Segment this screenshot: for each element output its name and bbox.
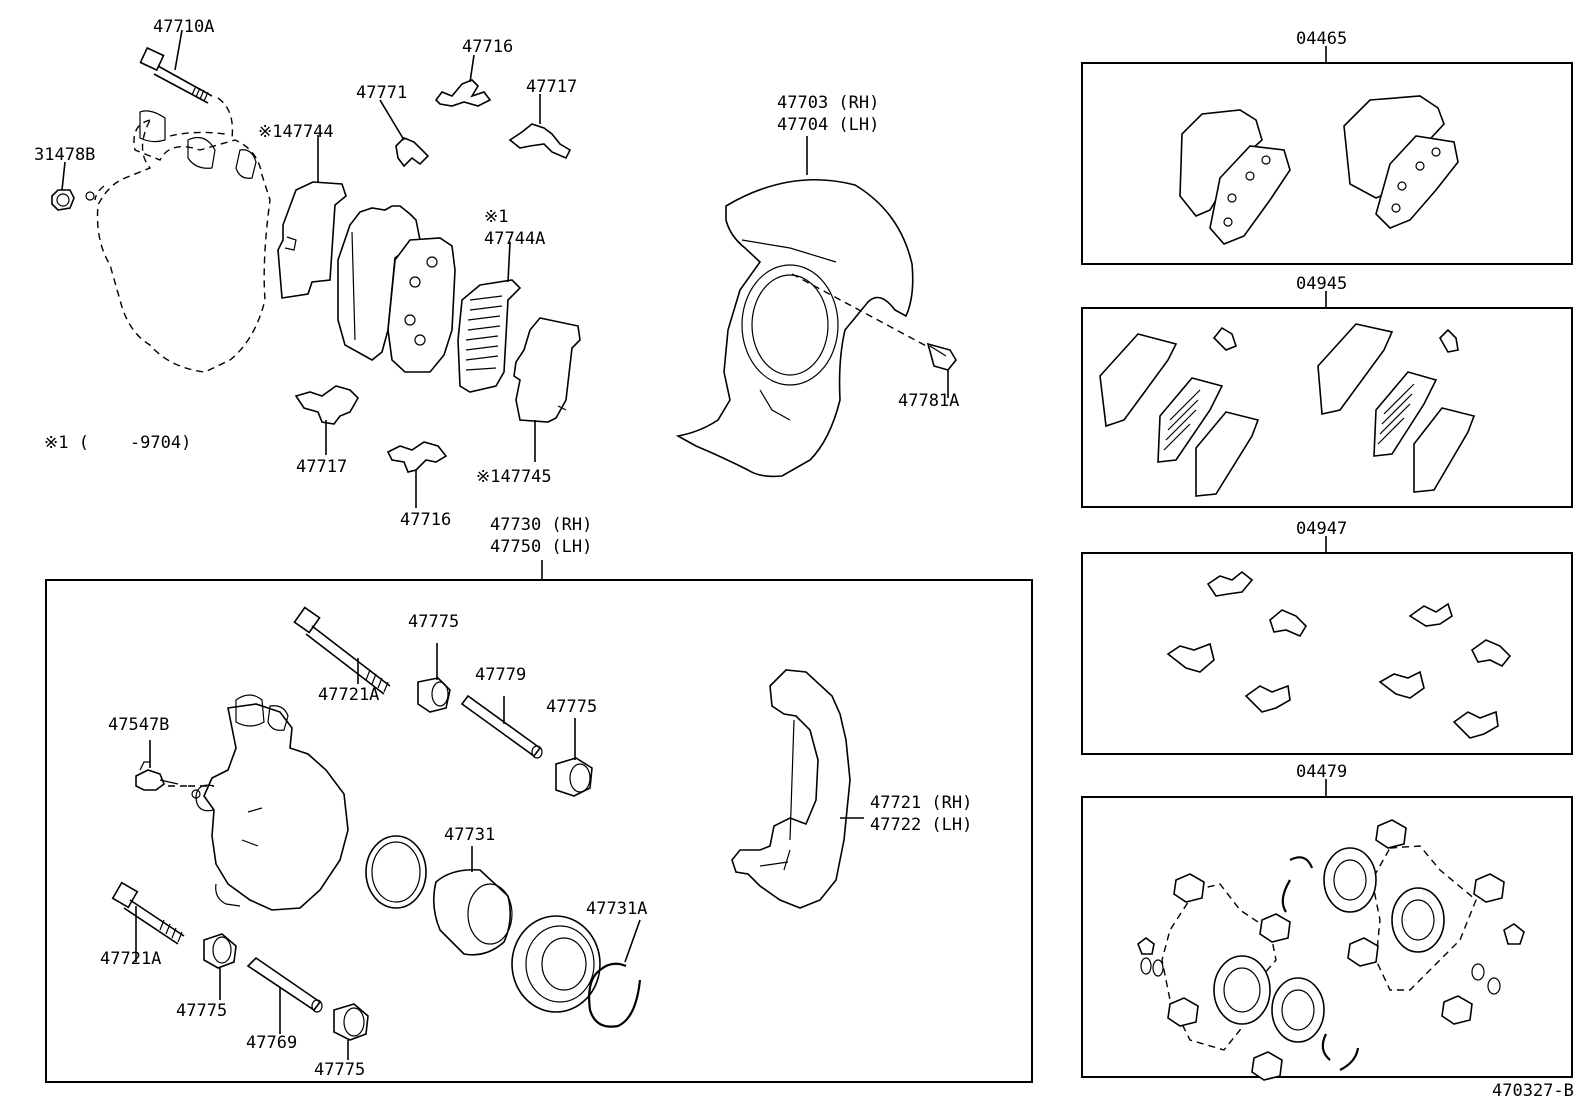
label-47731: 47731 bbox=[444, 825, 495, 845]
clip-47716-top-drawing bbox=[434, 79, 492, 107]
bolt-47721A-bottom-drawing bbox=[111, 881, 185, 945]
brake-pad-drawing bbox=[337, 205, 456, 373]
shim-147745-drawing bbox=[513, 317, 581, 423]
label-31478B: 31478B bbox=[34, 145, 95, 165]
label-47704: 47704 (LH) bbox=[777, 115, 879, 135]
bushing-47775-a-drawing bbox=[417, 677, 451, 713]
snap-ring-drawing bbox=[588, 962, 642, 1028]
label-note-9704: ※1 ( -9704) bbox=[44, 433, 191, 453]
boot-47731A-drawing bbox=[511, 915, 601, 1013]
label-kit-04479: 04479 bbox=[1296, 762, 1347, 782]
label-47710A: 47710A bbox=[153, 17, 214, 37]
kit-04465-pads-drawing bbox=[1179, 95, 1459, 245]
kit-04947-clips-drawing bbox=[1166, 570, 1512, 739]
bolt-47721A-top-drawing bbox=[293, 606, 391, 695]
pad-47744A-drawing bbox=[457, 279, 522, 393]
label-47547B: 47547B bbox=[108, 715, 169, 735]
piston-47731-drawing bbox=[432, 868, 513, 956]
label-47722: 47722 (LH) bbox=[870, 815, 972, 835]
kit-04465-box bbox=[1081, 62, 1573, 265]
bushing-47775-b-drawing bbox=[555, 757, 593, 797]
label-47775-a: 47775 bbox=[408, 612, 459, 632]
label-47717-top: 47717 bbox=[526, 77, 577, 97]
label-47775-c: 47775 bbox=[176, 1001, 227, 1021]
label-kit-04465: 04465 bbox=[1296, 29, 1347, 49]
label-147745: ※147745 bbox=[476, 467, 552, 487]
label-47779: 47779 bbox=[475, 665, 526, 685]
label-47721: 47721 (RH) bbox=[870, 793, 972, 813]
bushing-47775-c-drawing bbox=[203, 933, 237, 969]
dust-shield-47703-drawing bbox=[675, 178, 914, 478]
caliper-assembly-box bbox=[45, 579, 1033, 1083]
label-47721A-b: 47721A bbox=[100, 949, 161, 969]
label-47717-bottom: 47717 bbox=[296, 457, 347, 477]
piston-seal-drawing bbox=[365, 835, 427, 909]
label-note-1: ※1 bbox=[484, 207, 508, 227]
kit-04947-box bbox=[1081, 552, 1573, 755]
label-47775-b: 47775 bbox=[546, 697, 597, 717]
label-47781A: 47781A bbox=[898, 391, 959, 411]
clip-47717-top-drawing bbox=[508, 123, 572, 160]
kit-04945-box bbox=[1081, 307, 1573, 508]
clip-47717-bottom-drawing bbox=[294, 385, 359, 425]
label-kit-04947: 04947 bbox=[1296, 519, 1347, 539]
label-47703: 47703 (RH) bbox=[777, 93, 879, 113]
torque-plate-47721-drawing bbox=[731, 669, 851, 909]
part-labels: 47710A 47716 47771 47717 ※147744 31478B … bbox=[34, 17, 1574, 1099]
bleeder-47547B-drawing bbox=[135, 761, 192, 791]
kit-04479-box bbox=[1081, 796, 1573, 1078]
label-47716-top: 47716 bbox=[462, 37, 513, 57]
label-47730: 47730 (RH) bbox=[490, 515, 592, 535]
bleeder-cap-31478B-drawing bbox=[51, 189, 75, 211]
pin-47769-drawing bbox=[246, 956, 323, 1013]
clip-47771-drawing bbox=[395, 137, 430, 168]
label-47769: 47769 bbox=[246, 1033, 297, 1053]
bolt-47710A-drawing bbox=[139, 46, 213, 104]
label-47716-bottom: 47716 bbox=[400, 510, 451, 530]
label-47744A: 47744A bbox=[484, 229, 545, 249]
label-47771: 47771 bbox=[356, 83, 407, 103]
kit-04479-seals-drawing bbox=[1137, 819, 1525, 1081]
label-47721A-a: 47721A bbox=[318, 685, 379, 705]
shim-147744-drawing bbox=[277, 181, 347, 299]
label-47775-d: 47775 bbox=[314, 1060, 365, 1080]
kit-04945-shims-drawing bbox=[1099, 323, 1476, 497]
caliper-outline-drawing bbox=[85, 97, 271, 373]
pin-47779-drawing bbox=[460, 694, 543, 759]
label-47731A: 47731A bbox=[586, 899, 647, 919]
diagram-id: 470327-B bbox=[1492, 1081, 1574, 1099]
clip-47716-bottom-drawing bbox=[386, 441, 448, 473]
caliper-body-drawing bbox=[188, 694, 349, 911]
label-47750: 47750 (LH) bbox=[490, 537, 592, 557]
label-kit-04945: 04945 bbox=[1296, 274, 1347, 294]
bushing-47775-d-drawing bbox=[333, 1003, 369, 1041]
label-147744: ※147744 bbox=[258, 122, 334, 142]
bolt-47781A-drawing bbox=[791, 273, 957, 371]
